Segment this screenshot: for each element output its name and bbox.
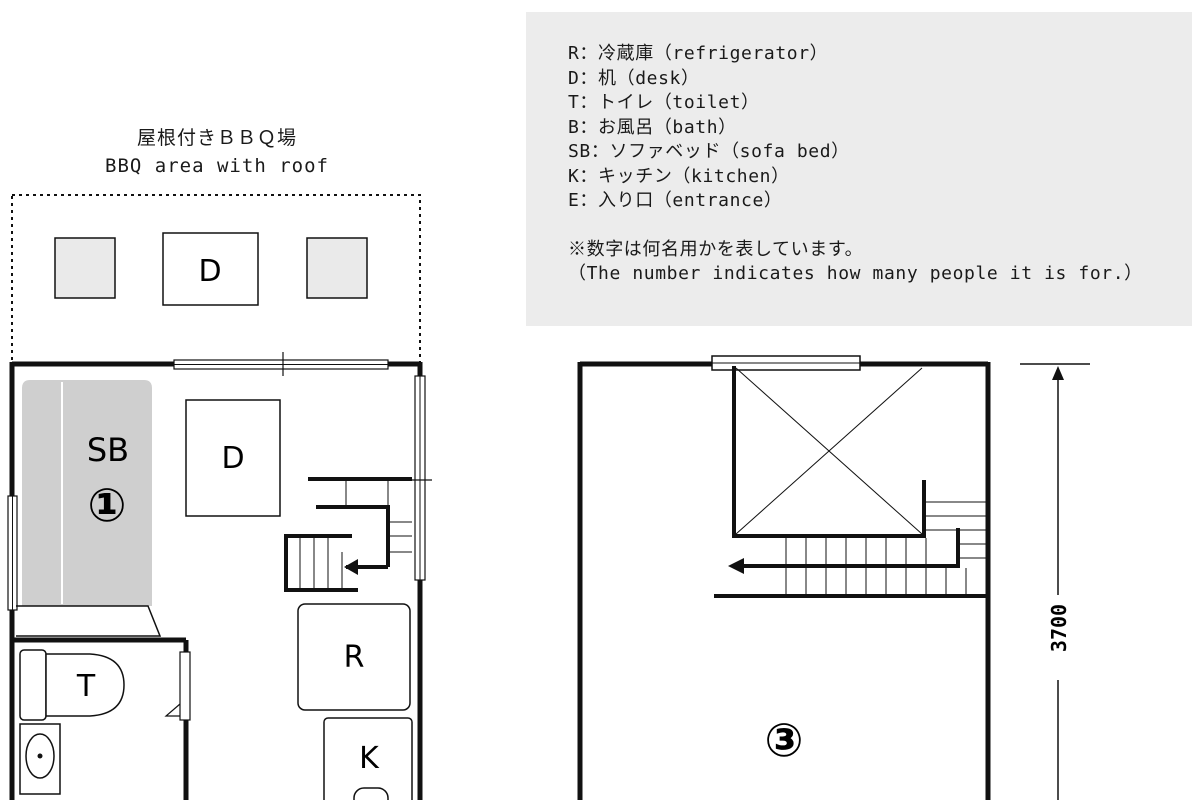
top-window — [173, 352, 389, 376]
left-window — [7, 495, 18, 611]
bbq-chair-left — [54, 237, 116, 299]
legend-item-bath: B：お風呂（bath） — [568, 116, 737, 138]
upper-floor-capacity: ③ — [765, 713, 804, 767]
kitchen-label: K — [359, 741, 380, 776]
bbq-desk-label: D — [198, 254, 221, 289]
bbq-title-ja: 屋根付きＢＢＱ場 — [136, 127, 297, 149]
legend-item-kitchen: K：キッチン（kitchen） — [568, 165, 790, 187]
upper-floor-walls — [577, 361, 991, 800]
legend-note-en: （The number indicates how many people it… — [568, 263, 1143, 284]
refrigerator-label: R — [344, 640, 365, 675]
bbq-desk — [162, 232, 259, 306]
dimension-label: 3700 — [1047, 604, 1071, 652]
washbasin — [19, 723, 61, 795]
legend-item-sofa-bed: SB：ソファベッド（sofa bed） — [568, 141, 850, 162]
toilet — [19, 649, 125, 721]
kitchen-counter — [323, 717, 413, 800]
legend-item-toilet: T：トイレ（toilet） — [568, 92, 760, 113]
toilet-door — [164, 651, 191, 721]
legend-item-refrigerator: R：冷蔵庫（refrigerator） — [568, 43, 829, 64]
upper-window — [711, 355, 861, 371]
ground-desk — [185, 399, 281, 517]
kitchen-sink — [353, 787, 389, 800]
bbq-chair-right — [306, 237, 368, 299]
legend-item-desk: D：机（desk） — [568, 67, 700, 89]
toilet-label: T — [76, 669, 96, 704]
sofa-bed — [22, 380, 152, 606]
sofa-bed-label: SB — [87, 431, 129, 469]
dimension-line — [1020, 363, 1090, 800]
upper-staircase — [714, 501, 988, 598]
bath-door-swing — [16, 605, 162, 637]
bbq-title-en: BBQ area with roof — [105, 155, 329, 177]
bbq-area-title: 屋根付きＢＢＱ場 BBQ area with roof — [12, 124, 422, 180]
refrigerator — [297, 603, 411, 711]
ground-desk-label: D — [221, 441, 244, 476]
ground-staircase — [284, 477, 412, 592]
legend-panel: R：冷蔵庫（refrigerator） D：机（desk） T：トイレ（toil… — [526, 12, 1192, 326]
sofa-bed-capacity: ① — [88, 478, 127, 532]
legend-item-entrance: E：入り口（entrance） — [568, 190, 783, 211]
stairwell-opening — [732, 366, 926, 538]
ground-floor-walls — [9, 361, 423, 800]
legend-note-ja: ※数字は何名用かを表しています。 — [568, 238, 864, 260]
